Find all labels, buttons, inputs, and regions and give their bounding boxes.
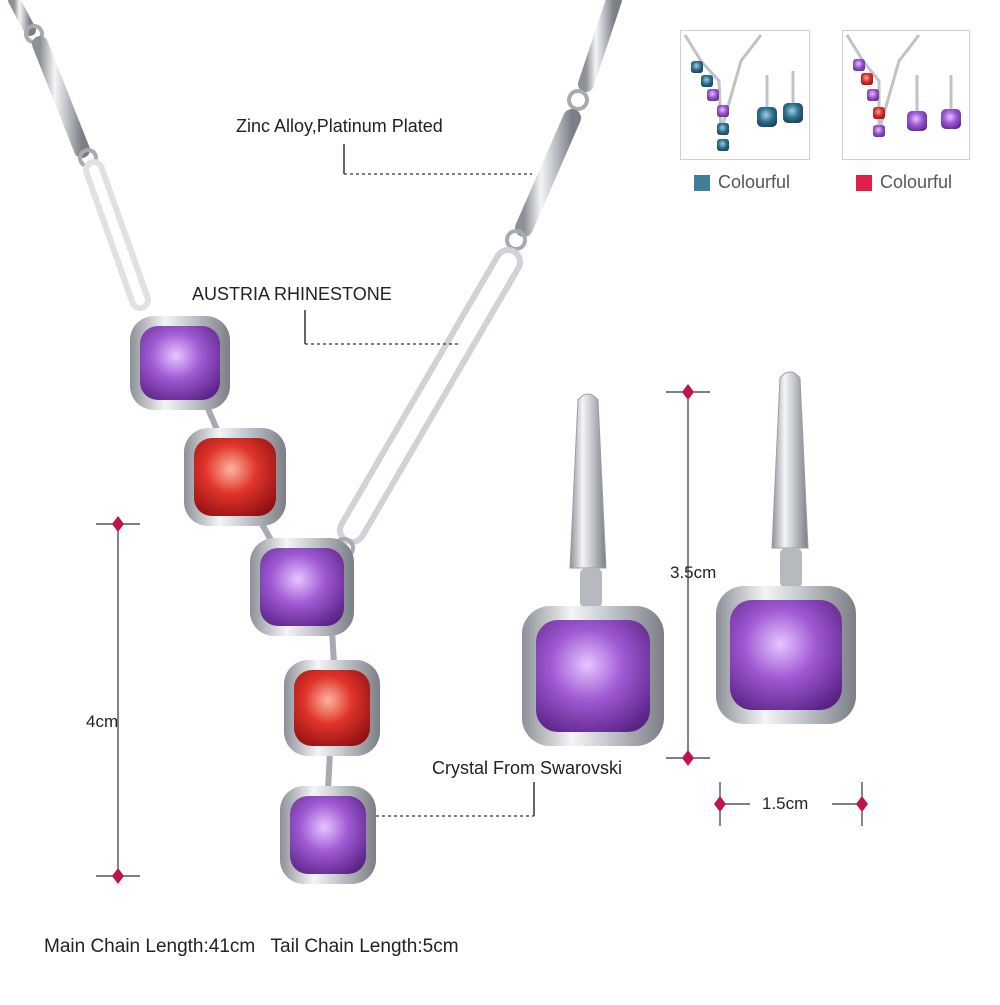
variant-option-red[interactable]: Colourful — [856, 172, 952, 193]
earring-left — [522, 393, 664, 746]
necklace-left-chain — [8, 0, 151, 311]
marker-diamond — [856, 796, 868, 812]
variant-thumbnail-blue[interactable] — [680, 30, 810, 160]
marker-diamond — [682, 750, 694, 766]
callout-lines — [304, 144, 535, 817]
rhinestone-label: AUSTRIA RHINESTONE — [192, 284, 392, 304]
earring-right — [716, 371, 856, 724]
marker-diamond — [112, 868, 124, 884]
chain-length-specs: Main Chain Length:41cm Tail Chain Length… — [44, 936, 459, 958]
main-chain-length: Main Chain Length:41cm — [44, 936, 256, 957]
variant-thumbnail-red[interactable] — [842, 30, 970, 160]
red-swatch — [856, 174, 872, 191]
pendant-height-label: 4cm — [86, 712, 119, 731]
marker-diamond — [714, 796, 726, 812]
necklace-right-chain — [333, 0, 622, 559]
pendant-crystals — [130, 316, 380, 884]
tail-chain-length: Tail Chain Length:5cm — [270, 936, 459, 957]
dimension-markers — [112, 384, 868, 884]
variant-label: Colourful — [718, 172, 791, 192]
marker-diamond — [682, 384, 694, 400]
crystal-label: Crystal From Swarovski — [432, 758, 623, 778]
marker-diamond — [112, 516, 124, 532]
earring-height-label: 3.5cm — [670, 563, 717, 582]
variant-thumbnail-blue-image — [683, 34, 803, 151]
variant-option-blue[interactable]: Colourful — [694, 172, 790, 193]
variant-label: Colourful — [880, 172, 953, 192]
earring-width-label: 1.5cm — [762, 794, 809, 813]
material-label: Zinc Alloy,Platinum Plated — [236, 116, 443, 136]
blue-swatch — [694, 174, 710, 191]
variant-thumbnail-red-image — [845, 34, 961, 137]
